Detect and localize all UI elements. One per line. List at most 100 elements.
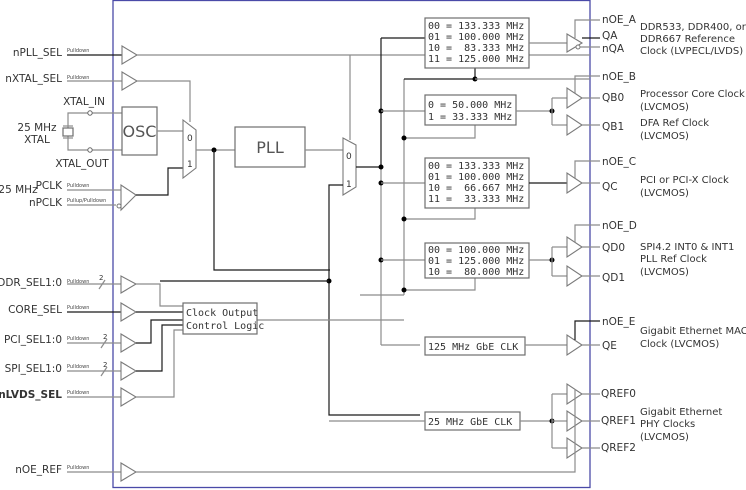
pin-label: nLVDS_SEL bbox=[0, 389, 62, 401]
input-pclk: 25 MHz PCLK Pulldown nPCLK Pullup/Pulldo… bbox=[0, 167, 183, 212]
output-c: nOE_C QC PCI or PCI-X Clock (LVCMOS) bbox=[566, 156, 729, 199]
svg-text:1: 1 bbox=[187, 160, 193, 170]
pin-label: PCLK bbox=[36, 180, 64, 192]
buffer-icon bbox=[121, 71, 139, 91]
svg-text:Gigabit Ethernet MAC: Gigabit Ethernet MAC bbox=[640, 326, 746, 337]
buffer-icon bbox=[120, 361, 138, 381]
pin-label: QB1 bbox=[602, 121, 624, 133]
bias-label: Pulldown bbox=[67, 48, 89, 54]
input-core-sel: CORE_SEL Pulldown bbox=[8, 302, 183, 322]
input-nxtal-sel: nXTAL_SEL Pulldown bbox=[5, 71, 191, 122]
pin-label: nOE_C bbox=[602, 156, 636, 168]
svg-text:0 = 50.000 MHz: 0 = 50.000 MHz bbox=[428, 100, 512, 111]
pin-label: QE bbox=[602, 340, 617, 352]
pin-label: QB0 bbox=[602, 92, 624, 104]
svg-text:01 = 100.000 MHz: 01 = 100.000 MHz bbox=[428, 32, 524, 43]
input-mux: 0 1 bbox=[182, 118, 235, 180]
output-ref: QREF0 QREF1 QREF2 Gigabit Ethernet PHY C… bbox=[549, 382, 722, 468]
output-b: nOE_B QB0 QB1 Processor Core Clock (LVCM… bbox=[549, 71, 745, 142]
pin-label: PCI_SEL1:0 bbox=[4, 334, 62, 346]
buffer-icon bbox=[566, 33, 584, 53]
buffer-icon bbox=[120, 302, 138, 322]
svg-text:Gigabit Ethernet: Gigabit Ethernet bbox=[640, 407, 722, 418]
bias-label: Pullup/Pulldown bbox=[67, 198, 106, 204]
svg-text:DDR667 Reference: DDR667 Reference bbox=[640, 34, 735, 45]
pin-xtal-out bbox=[87, 147, 93, 153]
bias-label: Pulldown bbox=[67, 465, 89, 471]
svg-text:10 = 66.667 MHz: 10 = 66.667 MHz bbox=[428, 183, 524, 194]
bus-width-label: 2 bbox=[103, 333, 107, 341]
pin-label: QC bbox=[602, 181, 618, 193]
pll-block: PLL bbox=[234, 126, 344, 168]
osc-block: OSC bbox=[121, 106, 183, 156]
buffer-icon bbox=[566, 113, 583, 137]
xtal-in-label: XTAL_IN bbox=[63, 96, 105, 108]
buffer-icon bbox=[120, 462, 138, 482]
svg-text:(LVCMOS): (LVCMOS) bbox=[640, 188, 689, 199]
input-ddr-sel: DDR_SEL1:0 Pulldown 2 bbox=[0, 274, 183, 307]
svg-text:DFA Ref Clock: DFA Ref Clock bbox=[640, 118, 709, 129]
bus-slash-icon bbox=[100, 338, 108, 349]
svg-text:PHY Clocks: PHY Clocks bbox=[640, 419, 695, 430]
bus-slash-icon bbox=[98, 279, 106, 290]
svg-text:1 = 33.333 MHz: 1 = 33.333 MHz bbox=[428, 112, 512, 123]
svg-text:00 = 133.333 MHz: 00 = 133.333 MHz bbox=[428, 161, 524, 172]
bias-label: Pulldown bbox=[67, 305, 89, 311]
input-spi-sel: SPI_SEL1:0 Pulldown 2 bbox=[5, 324, 183, 381]
pin-label: QD0 bbox=[602, 242, 625, 254]
bus-width-label: 2 bbox=[103, 361, 107, 369]
svg-text:DDR533, DDR400, or: DDR533, DDR400, or bbox=[640, 22, 746, 33]
xtal-freq-label: 25 MHz bbox=[17, 122, 57, 134]
svg-text:1: 1 bbox=[346, 180, 352, 190]
pin-label: nOE_A bbox=[602, 14, 637, 26]
pin-label: DDR_SEL1:0 bbox=[0, 277, 62, 289]
svg-text:PCI or PCI-X Clock: PCI or PCI-X Clock bbox=[640, 175, 729, 186]
svg-text:Clock Output: Clock Output bbox=[186, 308, 258, 319]
diff-buffer-icon bbox=[120, 183, 137, 212]
svg-text:125 MHz GbE CLK: 125 MHz GbE CLK bbox=[428, 342, 518, 353]
svg-text:0: 0 bbox=[346, 152, 352, 162]
svg-text:01 = 125.000 MHz: 01 = 125.000 MHz bbox=[428, 256, 524, 267]
svg-text:00 = 100.000 MHz: 00 = 100.000 MHz bbox=[428, 245, 524, 256]
pin-label: nOE_D bbox=[602, 220, 637, 232]
pin-label: nPCLK bbox=[29, 197, 63, 209]
pll-bypass-mux: 0 1 bbox=[328, 55, 420, 416]
divider-b: 0 = 50.000 MHz 1 = 33.333 MHz bbox=[424, 94, 552, 126]
svg-text:(LVCMOS): (LVCMOS) bbox=[640, 432, 689, 443]
pclk-freq-label: 25 MHz bbox=[0, 184, 38, 196]
gbe25-block: 25 MHz GbE CLK bbox=[424, 411, 552, 431]
svg-text:25 MHz GbE CLK: 25 MHz GbE CLK bbox=[428, 417, 512, 428]
divider-a: 00 = 133.333 MHz 01 = 100.000 MHz 10 = 8… bbox=[424, 17, 567, 69]
bias-label: Pulldown bbox=[67, 183, 89, 189]
pin-label: SPI_SEL1:0 bbox=[5, 363, 62, 375]
svg-text:(LVCMOS): (LVCMOS) bbox=[640, 267, 689, 278]
pin-label: QREF2 bbox=[601, 442, 636, 454]
pin-label: nOE_REF bbox=[15, 464, 62, 476]
pin-label: QREF0 bbox=[601, 388, 636, 400]
bias-label: Pulldown bbox=[67, 75, 89, 81]
buffer-icon bbox=[120, 275, 138, 294]
buffer-icon bbox=[120, 333, 138, 353]
gbe125-block: 125 MHz GbE CLK bbox=[424, 336, 567, 356]
xtal-label: XTAL bbox=[24, 134, 50, 146]
svg-text:(LVCMOS): (LVCMOS) bbox=[640, 131, 689, 142]
svg-text:Clock (LVPECL/LVDS): Clock (LVPECL/LVDS) bbox=[640, 46, 743, 57]
bias-label: Pulldown bbox=[67, 279, 89, 285]
input-nlvds-sel: nLVDS_SEL Pulldown bbox=[0, 329, 183, 407]
output-e: nOE_E QE Gigabit Ethernet MAC Clock (LVC… bbox=[566, 316, 746, 357]
pin-label: nPLL_SEL bbox=[13, 47, 62, 59]
xtal-out-label: XTAL_OUT bbox=[55, 158, 109, 170]
pin-label: nQA bbox=[602, 43, 625, 55]
svg-text:10 = 80.000 MHz: 10 = 80.000 MHz bbox=[428, 267, 524, 278]
svg-text:10 = 83.333 MHz: 10 = 83.333 MHz bbox=[428, 43, 524, 54]
crystal: XTAL_IN XTAL_OUT 25 MHz XTAL bbox=[17, 96, 122, 170]
svg-text:Clock (LVCMOS): Clock (LVCMOS) bbox=[640, 339, 719, 350]
chip-boundary bbox=[112, 0, 591, 489]
pin-label: nOE_B bbox=[602, 71, 636, 83]
svg-text:(LVCMOS): (LVCMOS) bbox=[640, 102, 689, 113]
svg-text:PLL: PLL bbox=[256, 138, 284, 157]
input-npll-sel: nPLL_SEL Pulldown bbox=[13, 45, 590, 65]
input-noe-ref: nOE_REF Pulldown bbox=[15, 462, 576, 482]
input-pci-sel: PCI_SEL1:0 Pulldown 2 bbox=[4, 319, 183, 353]
